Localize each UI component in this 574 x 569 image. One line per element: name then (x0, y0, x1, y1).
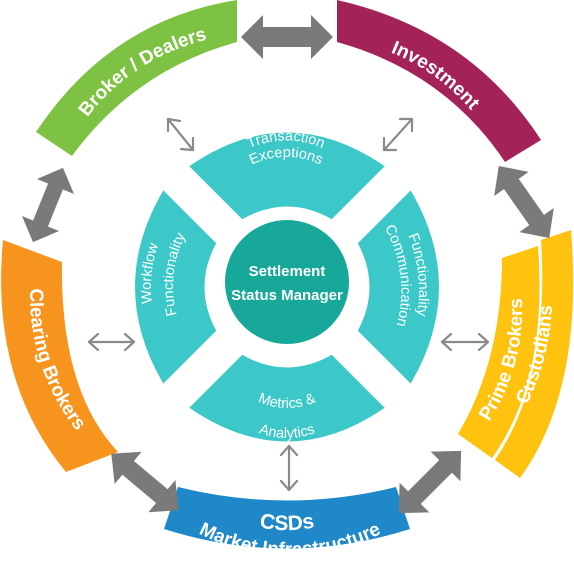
connector-arrow-icon (87, 332, 136, 352)
connector-arrow-icon (279, 444, 299, 492)
custodians-segment (495, 230, 574, 478)
center-label-line2: Status Manager (231, 287, 343, 304)
center-circle (221, 216, 353, 348)
clearing-brokers-segment (1, 240, 118, 472)
double-arrow-icon (398, 450, 462, 514)
metrics-analytics-segment (184, 351, 390, 445)
workflow-functionality-segment (132, 185, 220, 389)
connector-arrows (87, 117, 490, 492)
csds-segment (164, 487, 410, 549)
connector-arrow-icon (382, 117, 414, 152)
metrics-label: Metrics & (256, 390, 318, 412)
double-arrow-icon (494, 165, 554, 239)
communication-functionality-segment (354, 185, 442, 389)
connector-arrow-icon (166, 117, 195, 152)
investment-managers-segment (337, 0, 541, 162)
double-arrow-icon (241, 15, 333, 59)
center-label-line1: Settlement (249, 263, 326, 280)
exceptions-label: Exceptions (247, 145, 325, 168)
outer-arrows (21, 15, 554, 514)
double-arrow-icon (21, 167, 75, 243)
transaction-exceptions-segment (184, 129, 390, 223)
prime-brokers-segment (458, 246, 540, 458)
transaction-label: Transaction (245, 128, 327, 152)
broker-dealers-segment (36, 0, 237, 156)
analytics-label: Analytics (257, 421, 317, 442)
connector-arrow-icon (440, 332, 490, 352)
csds-label: CSDs (258, 510, 315, 536)
double-arrow-icon (111, 451, 179, 513)
